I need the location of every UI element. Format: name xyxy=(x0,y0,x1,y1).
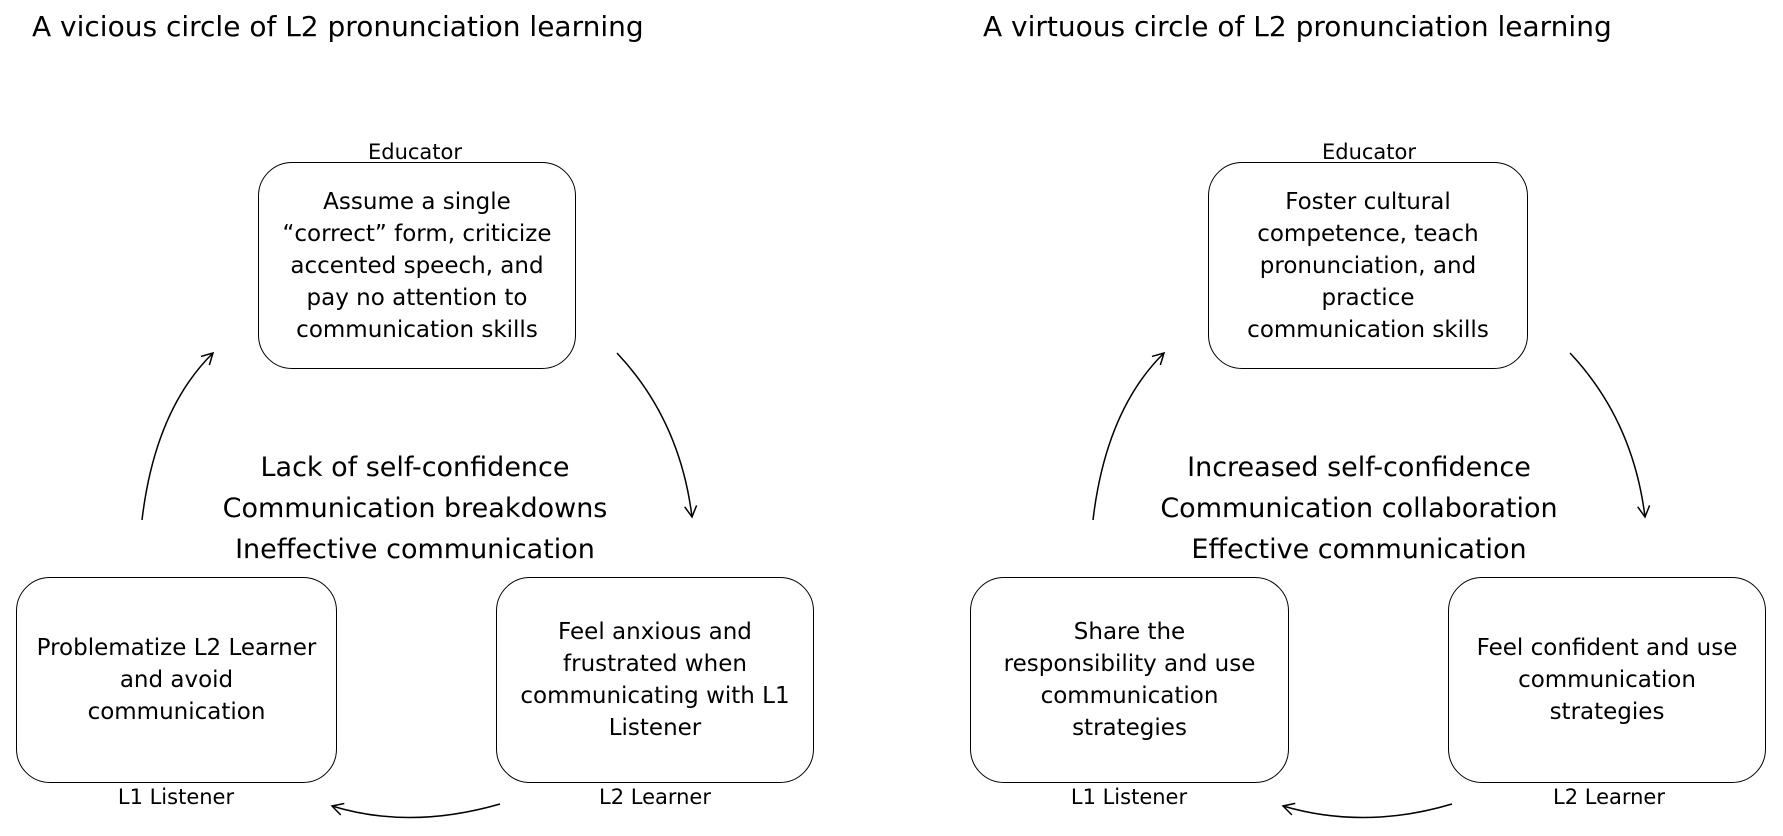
left-educator-text: Assume a single “correct” form, criticiz… xyxy=(282,188,552,343)
right-listener-text: Share the responsibility and use communi… xyxy=(1003,619,1256,741)
right-diagram-title: A virtuous circle of L2 pronunciation le… xyxy=(983,10,1612,43)
left-center-line-2: Communication breakdowns xyxy=(222,493,608,524)
left-center-line-3: Ineffective communication xyxy=(235,534,595,565)
right-educator-text: Foster cultural competence, teach pronun… xyxy=(1247,188,1489,343)
right-arrow-listener-to-educator xyxy=(1092,351,1166,521)
right-arrow-learner-to-listener xyxy=(1281,802,1453,819)
left-center-line-1: Lack of self-confidence xyxy=(260,452,570,483)
right-listener-box: Share the responsibility and use communi… xyxy=(970,577,1289,783)
left-diagram-title: A vicious circle of L2 pronunciation lea… xyxy=(32,10,644,43)
right-center-line-3: Effective communication xyxy=(1191,534,1527,565)
left-arrow-learner-to-listener xyxy=(330,802,501,819)
left-listener-box: Problematize L2 Learner and avoid commun… xyxy=(16,577,337,783)
right-learner-box: Feel confident and use communication str… xyxy=(1448,577,1766,783)
left-learner-text: Feel anxious and frustrated when communi… xyxy=(520,619,790,741)
left-educator-box: Assume a single “correct” form, criticiz… xyxy=(258,162,576,369)
right-educator-box: Foster cultural competence, teach pronun… xyxy=(1208,162,1528,369)
left-listener-label: L1 Listener xyxy=(117,785,235,809)
left-listener-text: Problematize L2 Learner and avoid commun… xyxy=(36,635,317,725)
left-learner-label: L2 Learner xyxy=(599,785,711,809)
left-arrow-listener-to-educator xyxy=(141,351,215,521)
right-arrow-educator-to-learner xyxy=(1569,352,1651,519)
right-learner-text: Feel confident and use communication str… xyxy=(1476,635,1738,725)
left-educator-label: Educator xyxy=(367,140,463,164)
right-learner-label: L2 Learner xyxy=(1553,785,1665,809)
right-listener-label: L1 Listener xyxy=(1070,785,1188,809)
right-center-line-2: Communication collaboration xyxy=(1160,493,1558,524)
right-center-text: Increased self-confidence Communication … xyxy=(1129,447,1589,570)
left-arrow-educator-to-learner xyxy=(616,352,698,519)
left-center-text: Lack of self-confidence Communication br… xyxy=(185,447,645,570)
right-center-line-1: Increased self-confidence xyxy=(1187,452,1531,483)
left-learner-box: Feel anxious and frustrated when communi… xyxy=(496,577,814,783)
right-educator-label: Educator xyxy=(1321,140,1417,164)
